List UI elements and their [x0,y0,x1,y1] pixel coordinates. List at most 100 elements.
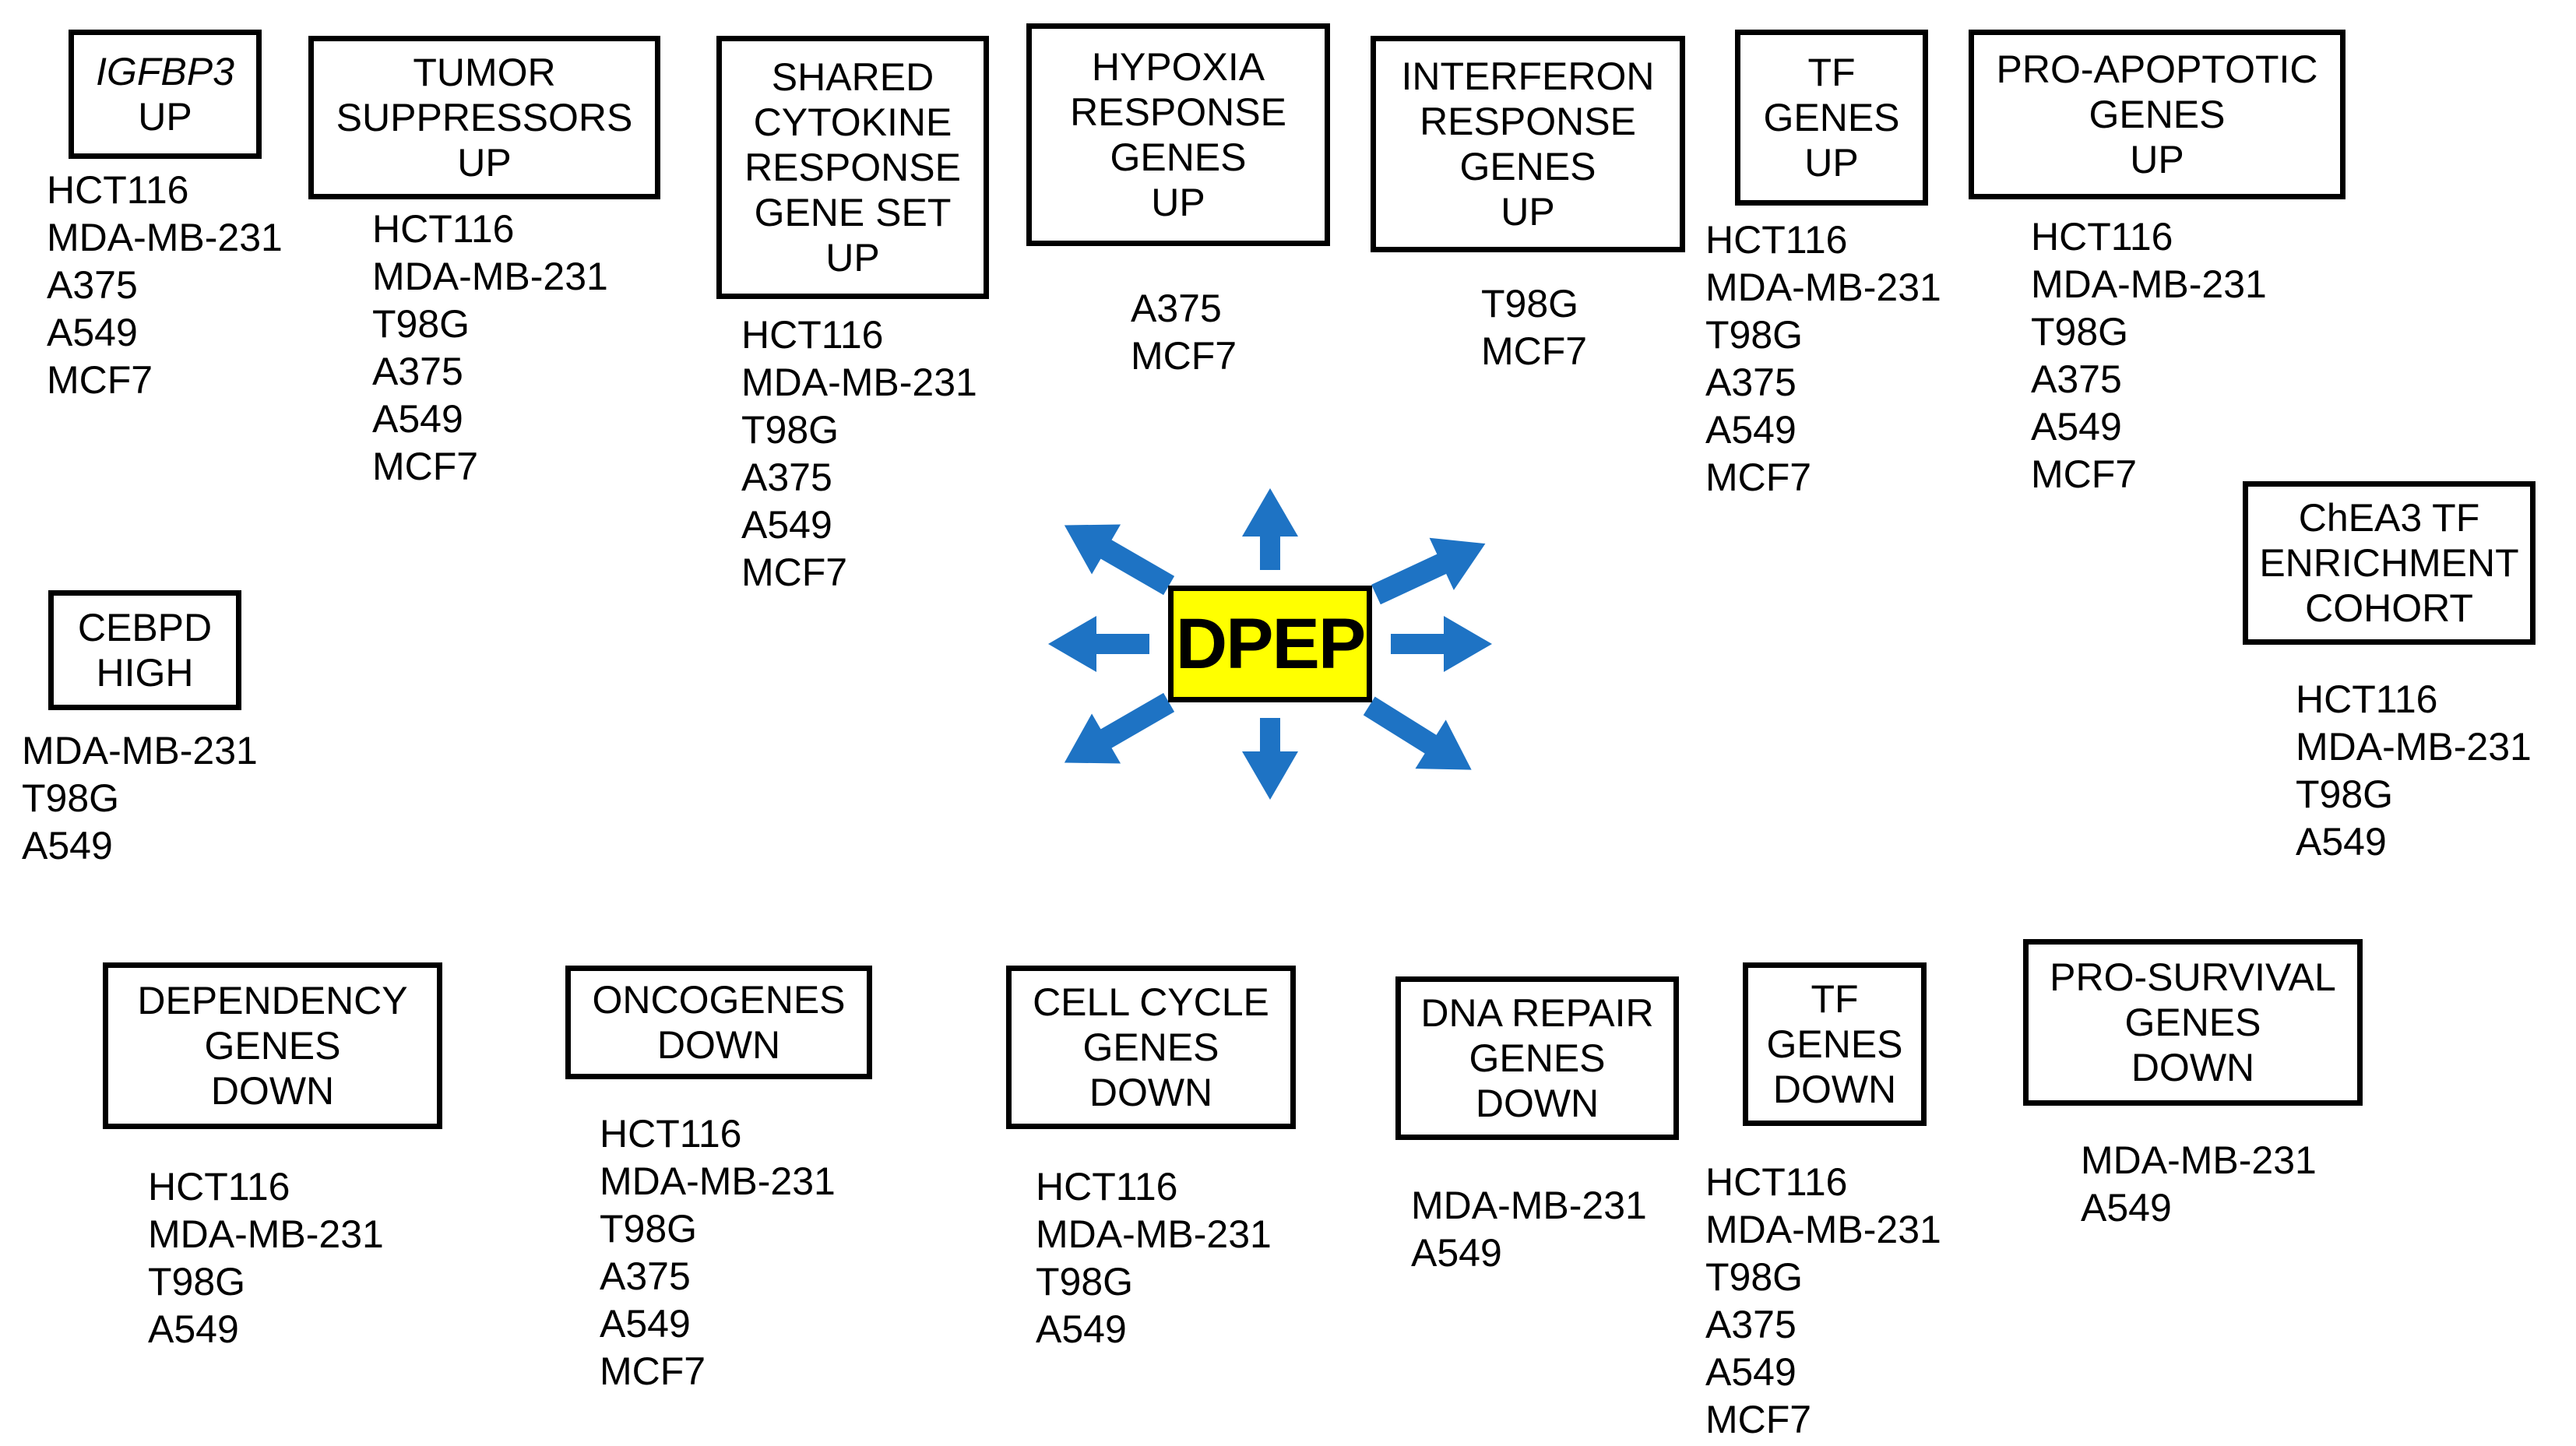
cell-line: MDA-MB-231 [2031,262,2267,306]
title-line: COHORT [2305,586,2473,630]
cell-line: MCF7 [600,1349,706,1393]
title-line: UP [1804,141,1859,185]
cell-line: MDA-MB-231 [1705,1208,1941,1251]
title-line: ENRICHMENT [2259,541,2519,585]
title-line: PRO-APOPTOTIC [1996,47,2318,91]
title-line: RESPONSE [1070,90,1286,134]
dpep-box: DPEP [1168,586,1372,702]
cell-line: A375 [1131,287,1222,330]
cell-line: MDA-MB-231 [1036,1212,1272,1256]
cell-line: A549 [148,1307,239,1351]
cell-line: HCT116 [1705,218,1848,262]
cell-line: A549 [47,311,138,354]
title-line: GENES [1082,1026,1219,1069]
title-line: TF [1811,977,1859,1021]
title-line: PRO-SURVIVAL [2050,955,2336,999]
cell-line: A375 [1705,1303,1797,1346]
cell-line: MCF7 [1705,456,1812,499]
cell-line: MDA-MB-231 [22,729,258,772]
title-line: GENES [1110,135,1247,179]
title-line: UP [138,95,192,139]
cell-line: MDA-MB-231 [2296,725,2532,769]
title-line: RESPONSE [1420,100,1636,143]
title-line: IGFBP3 [96,50,234,93]
cell-line: A549 [2081,1186,2172,1230]
cell-line: HCT116 [148,1165,290,1209]
title-line: ONCOGENES [592,978,846,1022]
cell-line: T98G [372,302,470,346]
cell-line: T98G [22,776,120,820]
cell-line: MDA-MB-231 [1411,1184,1647,1227]
cell-line: A549 [2031,405,2122,449]
radiating-arrows-icon [1048,488,1492,800]
cell-line: T98G [741,408,839,452]
arrow-down-right-icon [1363,696,1472,770]
title-line: GENES [2089,93,2226,136]
title-line: DOWN [2131,1046,2255,1089]
title-line: GENES [1763,96,1900,139]
dpep-label: DPEP [1175,603,1367,684]
cell-line: HCT116 [47,168,189,212]
arrow-up-right-icon [1371,537,1486,605]
cell-line: MDA-MB-231 [600,1159,836,1203]
cell-line: MDA-MB-231 [1705,266,1941,309]
title-line: DOWN [1772,1068,1897,1111]
cell-line: T98G [1036,1260,1134,1304]
cell-line: T98G [2031,310,2129,354]
title-line: UP [1151,181,1205,224]
cell-line: A375 [47,263,138,307]
cell-line: HCT116 [2031,215,2173,259]
title-line: HIGH [96,651,194,695]
title-line: CYTOKINE [753,100,952,144]
title-line: GENES [2124,1001,2261,1044]
title-line: HYPOXIA [1091,45,1265,89]
cell-line: MCF7 [741,551,848,594]
cell-line: HCT116 [741,313,884,357]
cell-line: T98G [1481,282,1579,325]
cell-line: MDA-MB-231 [47,216,283,259]
arrow-up-icon [1242,488,1298,570]
cell-line: A549 [1705,1350,1797,1394]
title-line: UP [2130,138,2184,181]
title-line: UP [1501,190,1555,234]
cell-line: HCT116 [372,207,515,251]
title-line: GENES [1459,145,1596,188]
cell-line: HCT116 [1705,1160,1848,1204]
title-line: UP [457,141,512,185]
title-line: SHARED [771,55,934,99]
title-line: UP [825,236,880,280]
cell-line: A549 [600,1302,691,1346]
cell-line: HCT116 [600,1112,742,1156]
title-line: GENES [1766,1022,1903,1066]
title-line: DOWN [656,1023,781,1067]
arrow-down-left-icon [1064,692,1175,764]
arrow-up-left-icon [1064,524,1175,596]
